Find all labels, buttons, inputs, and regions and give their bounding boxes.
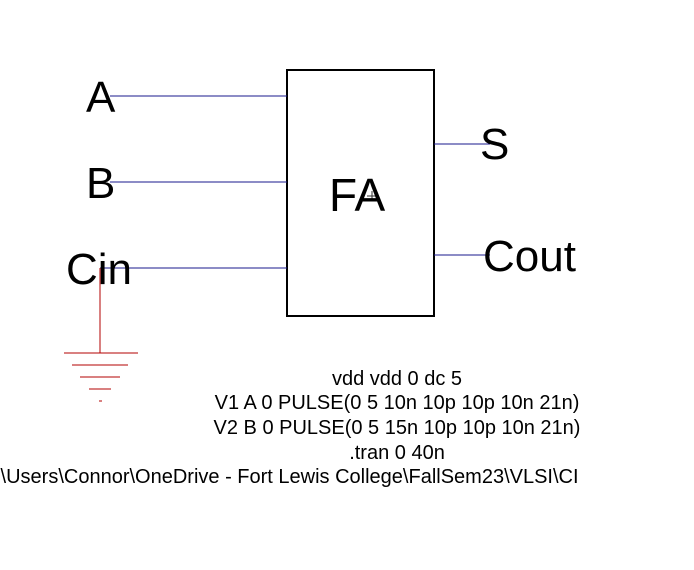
spice-directive-v1[interactable]: V1 A 0 PULSE(0 5 10n 10p 10p 10n 21n) bbox=[214, 392, 580, 414]
spice-directive-include-path[interactable]: :\Users\Connor\OneDrive - Fort Lewis Col… bbox=[0, 466, 579, 488]
ground-icon[interactable] bbox=[64, 352, 138, 402]
crosshair-marker bbox=[367, 191, 377, 201]
fa-block-label: FA bbox=[329, 169, 386, 221]
input-b-label[interactable]: B bbox=[86, 159, 116, 208]
spice-directive-tran[interactable]: .tran 0 40n bbox=[349, 442, 445, 464]
output-s-label[interactable]: S bbox=[480, 120, 510, 169]
input-a-label[interactable]: A bbox=[86, 73, 116, 122]
fa-block[interactable] bbox=[286, 69, 435, 317]
spice-directive-vdd[interactable]: vdd vdd 0 dc 5 bbox=[331, 368, 463, 390]
output-cout-label[interactable]: Cout bbox=[483, 232, 576, 281]
input-cin-label[interactable]: Cin bbox=[66, 245, 133, 294]
spice-directive-v2[interactable]: V2 B 0 PULSE(0 5 15n 10p 10p 10n 21n) bbox=[213, 417, 581, 439]
